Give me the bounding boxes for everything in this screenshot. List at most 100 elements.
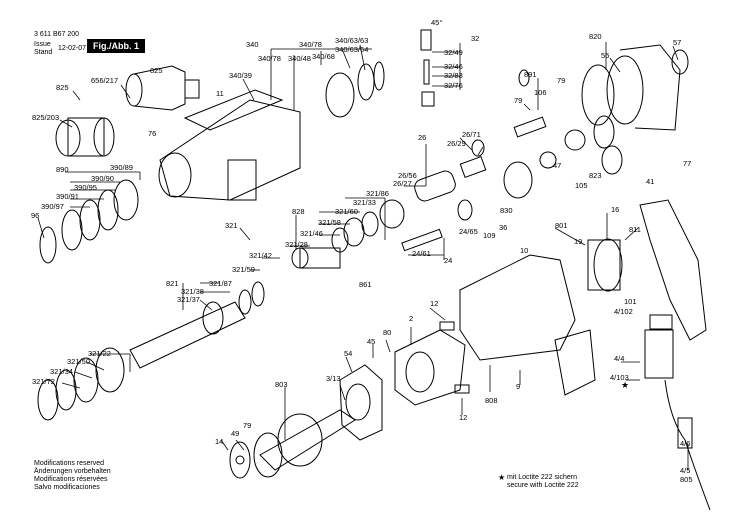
callout: 321 [225,221,238,230]
figure-label: Fig./Abb. 1 [87,39,145,53]
callout: 321/38 [181,287,204,296]
note-line: Salvo modificaciones [34,484,100,491]
callout: 26/27 [393,179,412,188]
stator-2 [394,329,466,406]
callout: 10 [520,246,528,255]
callout: 321/58 [318,218,341,227]
callout: 321/59 [232,265,255,274]
callout: 79 [243,421,251,430]
part-shapes: ★ [37,29,711,511]
callout: 340/63/63 [335,36,368,45]
callout: 823 [589,171,602,180]
callout: 32 [471,34,479,43]
gear-housing-11 [158,89,301,201]
callout: 109 [483,231,496,240]
callout: 861 [359,280,372,289]
motor-housing-10 [459,254,596,396]
callout: 105 [575,181,588,190]
callout: 321/72 [32,377,55,386]
ring-340 [325,61,385,118]
callout: 825 [56,83,69,92]
callout: 321/34 [50,367,73,376]
callout: 41 [646,177,654,186]
callout: 4/4 [614,354,624,363]
callout: 12 [430,299,438,308]
callout: 825/203 [32,113,59,122]
callout: 26/71 [462,130,481,139]
callout: 79 [557,76,565,85]
loctite-note: ★ mit Loctite 222 sichern secure with Lo… [498,474,579,490]
spring-set-390 [39,179,139,264]
callout: 321/22 [88,349,111,358]
callout: 820 [589,32,602,41]
gear-unit-820 [581,44,689,131]
callout: 32/46 [444,62,463,71]
piston-26 [414,139,487,202]
callout: 808 [485,396,498,405]
callout: 390/95 [74,183,97,192]
callout: 55 [601,51,609,60]
switch-4 [644,314,674,379]
callout: 32/76 [444,81,463,90]
spindle-821 [129,281,265,369]
callout: 57 [673,38,681,47]
callout: 321/50 [67,357,90,366]
callout: 811 [629,225,641,234]
callout: 4/103 [610,373,629,382]
callout: 47 [553,161,561,170]
callout: 321/28 [285,240,308,249]
cable-4-5 [664,379,711,511]
leader-lines [37,42,689,470]
callout: 80 [383,328,391,337]
callout: 2 [409,314,413,323]
brush-12 [439,321,470,394]
callout: 321/87 [209,279,232,288]
part-24 [401,199,473,252]
callout: 321/37 [177,295,200,304]
stand-label: Stand [34,49,53,56]
issue-date: 12-02-07 [58,45,87,52]
callout: 340/48 [288,54,311,63]
loctite-en: secure with Loctite 222 [507,482,579,489]
callout: 96 [31,211,39,220]
selector-32 [420,29,435,107]
callout: 390/90 [91,174,114,183]
drill-chuck [125,65,200,111]
callout: 9 [516,382,520,391]
callout: 340/39 [229,71,252,80]
note-line: Modifications reserved [34,460,105,467]
callout: 825 [150,66,163,75]
note-line: Modifications réservées [34,476,108,483]
callout: 321/46 [300,229,323,238]
callout: 32/83 [444,71,463,80]
ring-set-321-22 [37,347,125,421]
callout: 49 [231,429,239,438]
rod-891 [513,69,547,138]
callout: 16 [611,205,619,214]
callout: 801 [555,221,568,230]
callout: 26/29 [447,139,466,148]
callout: 24/65 [459,227,478,236]
callout: 321/60 [335,207,358,216]
issue-label: Issue [34,41,51,48]
callout: 390/89 [110,163,133,172]
callout: 77 [683,159,691,168]
callout: 19 [574,237,582,246]
baffle-54 [339,364,383,441]
callout: 4/6 [680,439,690,448]
callout: 36 [499,223,507,232]
callout: 340/63/64 [335,45,368,54]
callout: 54 [344,349,352,358]
callout: 12 [459,413,467,422]
callout: 321/42 [249,251,272,260]
callout: 4/102 [614,307,633,316]
bearing-14 [229,441,251,479]
callout: 805 [680,475,693,484]
callout: 26/56 [398,171,417,180]
callout: 828 [292,207,305,216]
callout: 340/78 [299,40,322,49]
field-801 [587,238,623,292]
callout: 24 [444,256,452,265]
callout: 3/13 [326,374,341,383]
callout: 24/61 [412,249,431,258]
